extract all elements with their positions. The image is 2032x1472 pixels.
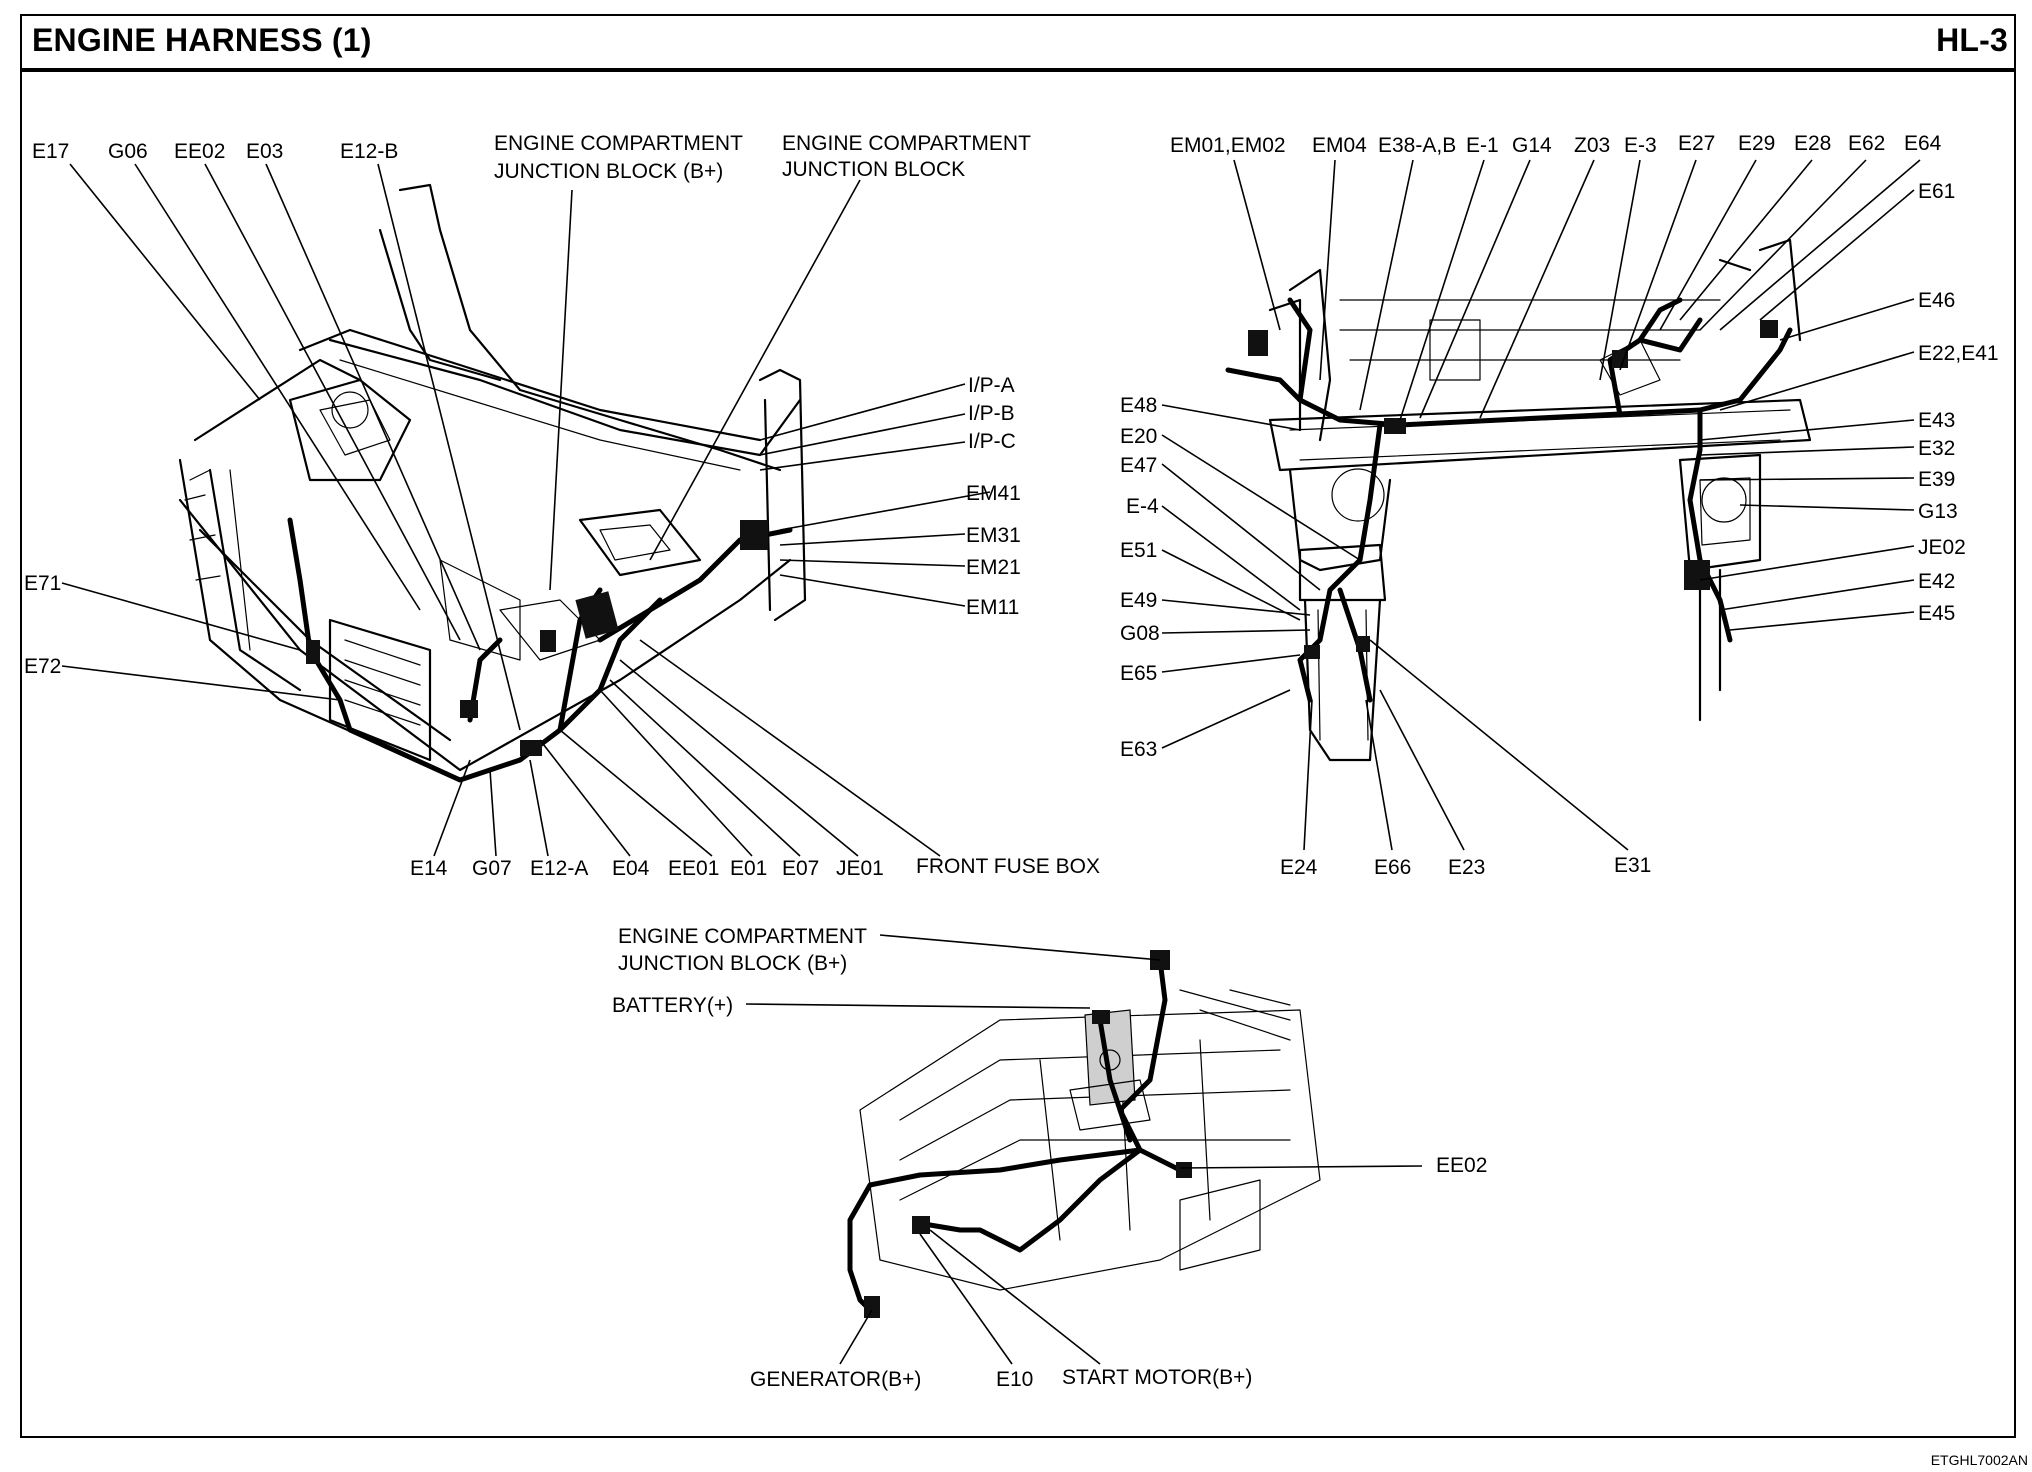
label-IP-A: I/P-A — [968, 374, 1015, 397]
label-E48: E48 — [1120, 394, 1157, 417]
label-E62: E62 — [1848, 132, 1885, 155]
label-battery-positive: BATTERY(+) — [612, 994, 733, 1017]
label-EM04: EM04 — [1312, 134, 1367, 157]
label-E63: E63 — [1120, 738, 1157, 761]
label-E17: E17 — [32, 140, 69, 163]
label-EM01-EM02: EM01,EM02 — [1170, 134, 1286, 157]
label-E10: E10 — [996, 1368, 1033, 1391]
label-E46: E46 — [1918, 289, 1955, 312]
label-E14: E14 — [410, 857, 448, 880]
label-E47: E47 — [1120, 454, 1157, 477]
battery-cable-leader-lines — [745, 934, 1423, 1365]
label-E71: E71 — [24, 572, 61, 595]
engine-harness-routing — [287, 517, 793, 783]
label-E65: E65 — [1120, 662, 1157, 685]
header-rule — [20, 68, 2016, 72]
label-E42: E42 — [1918, 570, 1955, 593]
label-E38-A-B: E38-A,B — [1378, 134, 1456, 157]
label-E51: E51 — [1120, 539, 1157, 562]
label-E72: E72 — [24, 655, 61, 678]
top-view-harness-routing — [1225, 297, 1793, 703]
battery-cable-routing — [847, 950, 1192, 1318]
engine-bay-labels: E17 G06 EE02 E03 E12-B ENGINE COMPARTMEN… — [24, 132, 1100, 880]
label-E01: E01 — [730, 857, 767, 880]
label-E24: E24 — [1280, 856, 1318, 879]
label-ecjb-line2: JUNCTION BLOCK — [782, 158, 965, 181]
label-E27: E27 — [1678, 132, 1715, 155]
engine-bay-harness-view: E17 G06 EE02 E03 E12-B ENGINE COMPARTMEN… — [24, 132, 1100, 880]
label-generator-bplus: GENERATOR(B+) — [750, 1368, 921, 1391]
label-EM41: EM41 — [966, 482, 1021, 505]
label-ecjb-bplus-line1-lower: ENGINE COMPARTMENT — [618, 925, 867, 948]
label-E32: E32 — [1918, 437, 1955, 460]
page-frame — [20, 14, 2016, 1438]
label-IP-B: I/P-B — [968, 402, 1015, 425]
label-E-1: E-1 — [1466, 134, 1499, 157]
label-G14: G14 — [1512, 134, 1552, 157]
label-ecjb-line1: ENGINE COMPARTMENT — [782, 132, 1031, 155]
label-E04: E04 — [612, 857, 650, 880]
label-E20: E20 — [1120, 425, 1157, 448]
label-G08: G08 — [1120, 622, 1160, 645]
label-E28: E28 — [1794, 132, 1831, 155]
label-ecjb-bplus-line2: JUNCTION BLOCK (B+) — [494, 160, 723, 183]
top-view-body-structure — [1268, 238, 1812, 762]
top-view-harness: EM01,EM02 EM04 E38-A,B E-1 G14 Z03 E-3 E… — [1120, 132, 1999, 879]
label-ecjb-bplus-line1: ENGINE COMPARTMENT — [494, 132, 743, 155]
label-G07: G07 — [472, 857, 512, 880]
label-E66: E66 — [1374, 856, 1411, 879]
top-view-leader-lines — [1161, 159, 1921, 851]
label-E12-B: E12-B — [340, 140, 398, 163]
figure-reference-code: ETGHL7002AN — [1930, 1452, 2028, 1468]
label-G13: G13 — [1918, 500, 1958, 523]
label-start-motor-bplus: START MOTOR(B+) — [1062, 1366, 1252, 1389]
top-view-labels: EM01,EM02 EM04 E38-A,B E-1 G14 Z03 E-3 E… — [1120, 132, 1999, 879]
label-IP-C: I/P-C — [968, 430, 1016, 453]
label-E-3: E-3 — [1624, 134, 1657, 157]
label-E64: E64 — [1904, 132, 1942, 155]
label-E39: E39 — [1918, 468, 1955, 491]
engine-block-sketch — [859, 989, 1321, 1291]
page-number: HL-3 — [1936, 22, 2008, 58]
label-E23: E23 — [1448, 856, 1485, 879]
label-E07: E07 — [782, 857, 819, 880]
page-title: ENGINE HARNESS (1) — [32, 22, 372, 58]
label-E29: E29 — [1738, 132, 1775, 155]
label-G06: G06 — [108, 140, 148, 163]
label-front-fuse-box: FRONT FUSE BOX — [916, 855, 1100, 878]
label-E03: E03 — [246, 140, 283, 163]
battery-cable-view: ENGINE COMPARTMENT JUNCTION BLOCK (B+) B… — [612, 925, 1487, 1391]
label-E43: E43 — [1918, 409, 1955, 432]
label-E49: E49 — [1120, 589, 1157, 612]
engine-bay-leader-lines — [61, 163, 991, 857]
label-JE01: JE01 — [836, 857, 884, 880]
label-EM11: EM11 — [966, 596, 1019, 619]
battery-cable-labels: ENGINE COMPARTMENT JUNCTION BLOCK (B+) B… — [612, 925, 1487, 1391]
label-EM21: EM21 — [966, 556, 1021, 579]
label-EE02-lower: EE02 — [1436, 1154, 1487, 1177]
label-E-4: E-4 — [1126, 495, 1159, 518]
label-EM31: EM31 — [966, 524, 1021, 547]
label-E31: E31 — [1614, 854, 1651, 877]
label-E61: E61 — [1918, 180, 1955, 203]
label-E22-E41: E22,E41 — [1918, 342, 1999, 365]
label-Z03: Z03 — [1574, 134, 1610, 157]
label-E45: E45 — [1918, 602, 1955, 625]
label-E12-A: E12-A — [530, 857, 588, 880]
label-EE02: EE02 — [174, 140, 225, 163]
label-EE01: EE01 — [668, 857, 719, 880]
label-ecjb-bplus-line2-lower: JUNCTION BLOCK (B+) — [618, 952, 847, 975]
label-JE02: JE02 — [1918, 536, 1966, 559]
